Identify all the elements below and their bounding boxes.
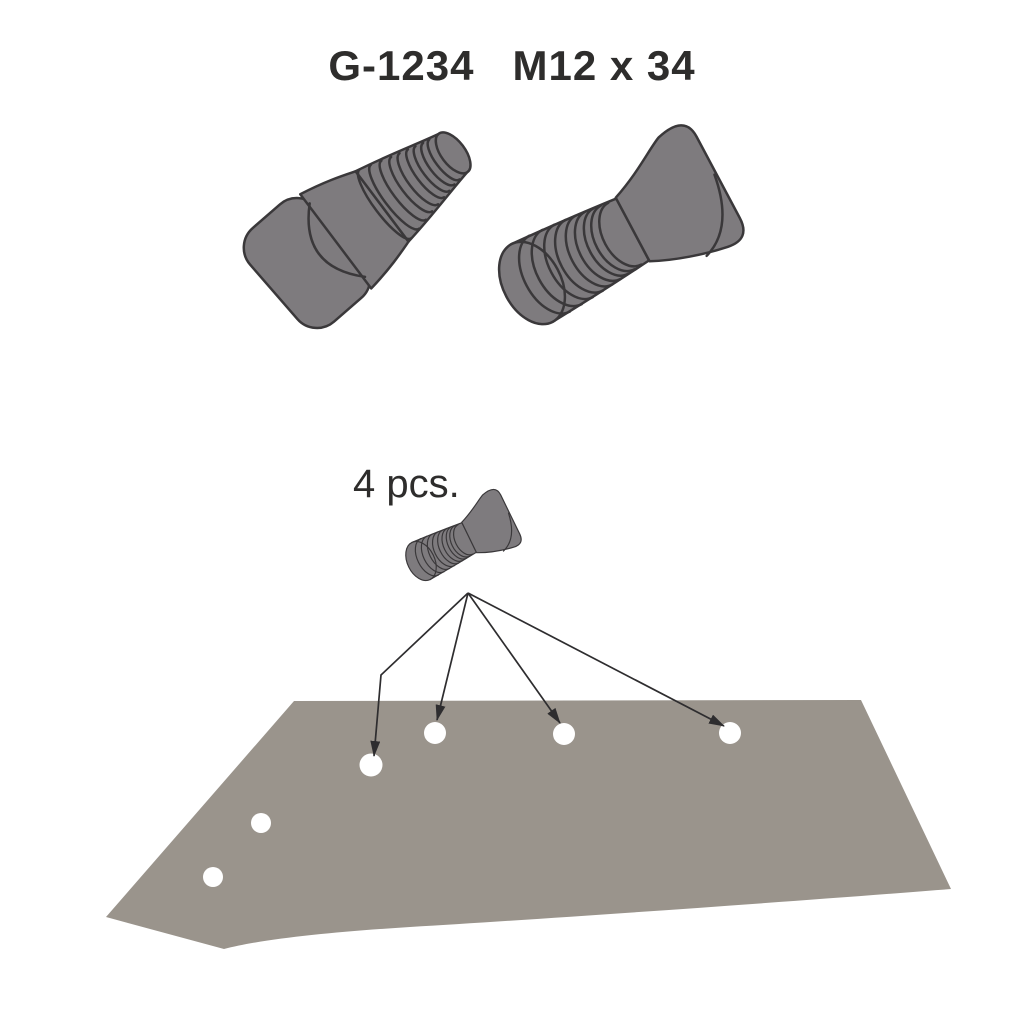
plow-bolt-left xyxy=(242,131,472,330)
indicator-arrows xyxy=(370,592,725,757)
plate-shape xyxy=(106,700,951,949)
hole-4 xyxy=(719,722,741,744)
bolt-tip xyxy=(434,131,472,175)
arrow-to-hole-1 xyxy=(370,592,469,757)
quantity-label: 4 pcs. xyxy=(353,462,460,506)
arrow-to-hole-3 xyxy=(467,592,561,724)
hole-5 xyxy=(251,813,271,833)
arrow-to-hole-2 xyxy=(435,592,469,721)
hole-1 xyxy=(359,753,383,777)
plowshare-plate xyxy=(106,700,951,949)
bolt-threads xyxy=(356,138,461,241)
plow-bolt-small xyxy=(393,486,525,594)
bolt-face-crease xyxy=(307,202,367,279)
hole-6 xyxy=(203,867,223,887)
hole-2 xyxy=(424,722,446,744)
hole-3 xyxy=(553,723,575,745)
page-title: G-1234 M12 x 34 xyxy=(328,42,696,89)
plow-bolt-right xyxy=(471,118,751,352)
plate-holes xyxy=(203,722,741,887)
arrow-to-hole-4 xyxy=(467,592,725,727)
